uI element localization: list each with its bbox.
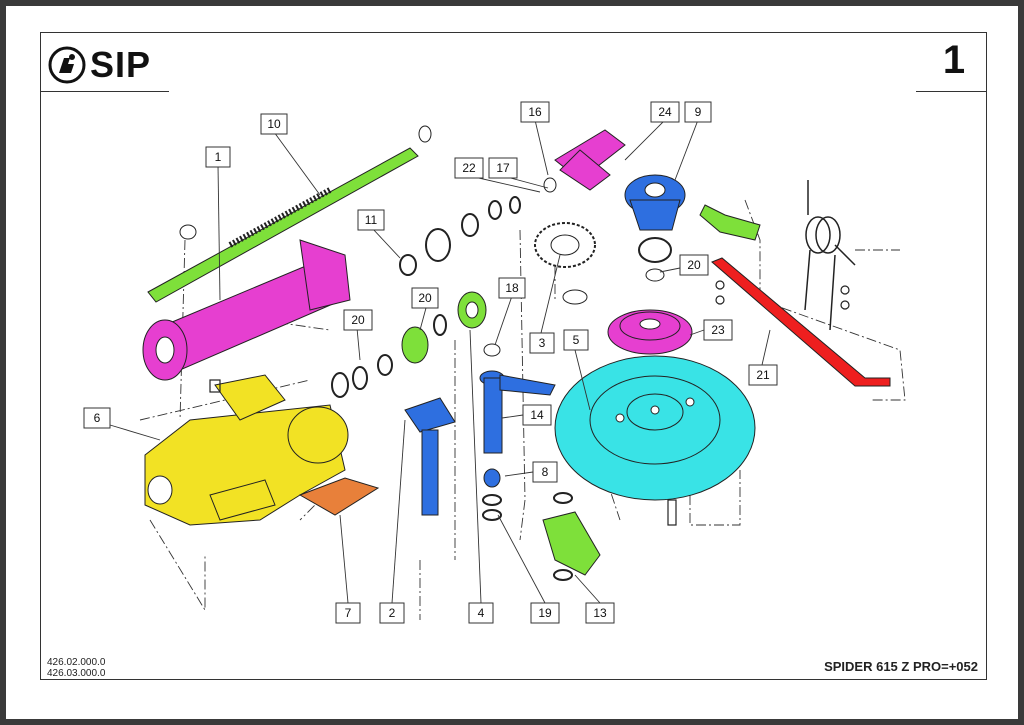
callout-18: 18: [498, 277, 526, 299]
tube-housing: [142, 239, 351, 381]
leader-lines: [109, 119, 771, 604]
bearings-and-rings: [331, 196, 521, 398]
svg-text:10: 10: [267, 117, 281, 131]
svg-text:20: 20: [418, 291, 432, 305]
bevel-gear: [534, 222, 596, 305]
svg-text:4: 4: [478, 606, 485, 620]
svg-text:2: 2: [389, 606, 396, 620]
callout-23: 23: [703, 319, 733, 341]
callout-10: 10: [260, 113, 288, 135]
tine-assembly: [804, 180, 856, 331]
svg-text:1: 1: [215, 150, 222, 164]
callout-3: 3: [529, 332, 555, 354]
callout-6: 6: [83, 407, 111, 429]
cutting-disc: [554, 355, 756, 501]
callout-24: 24: [650, 101, 680, 123]
blue-support-shaft: [404, 397, 456, 516]
svg-text:22: 22: [462, 161, 476, 175]
drive-shaft: [147, 125, 432, 303]
svg-text:7: 7: [345, 606, 352, 620]
drive-pulley: [607, 309, 693, 355]
spindle-rings: [482, 492, 573, 581]
callout-1: 1: [205, 146, 231, 168]
callout-4: 4: [468, 602, 494, 624]
blue-spindle: [479, 343, 556, 488]
brand-logo: SIP: [48, 42, 168, 88]
callout-2: 2: [379, 602, 405, 624]
page-number: 1: [942, 38, 966, 82]
green-bracket: [542, 511, 601, 576]
svg-text:20: 20: [351, 313, 365, 327]
drawing-code-2: 426.03.000.0: [47, 668, 106, 679]
svg-text:14: 14: [530, 408, 544, 422]
callout-19: 19: [530, 602, 560, 624]
callout-21: 21: [748, 364, 778, 386]
svg-text:24: 24: [658, 105, 672, 119]
logo-underline: [41, 91, 169, 92]
callout-13: 13: [585, 602, 615, 624]
callout-7: 7: [335, 602, 361, 624]
callout-9: 9: [684, 101, 712, 123]
drawing-codes: 426.02.000.0 426.03.000.0: [47, 657, 105, 679]
svg-text:19: 19: [538, 606, 552, 620]
small-hardware: [209, 280, 850, 526]
svg-text:3: 3: [539, 336, 546, 350]
callout-11: 11: [357, 209, 385, 231]
callout-16: 16: [520, 101, 550, 123]
svg-text:16: 16: [528, 105, 542, 119]
sip-emblem-icon: [48, 46, 86, 84]
model-name: SPIDER 615 Z PRO=+052: [824, 659, 978, 674]
svg-text:8: 8: [542, 465, 549, 479]
shaft-ring: [179, 224, 197, 240]
svg-text:9: 9: [695, 105, 702, 119]
blue-hub: [624, 174, 686, 231]
callout-5: 5: [563, 329, 589, 351]
callout-20-c: 20: [343, 309, 373, 331]
hub-bearing: [638, 237, 672, 263]
gearbox-housing: [144, 374, 349, 526]
svg-text:5: 5: [573, 333, 580, 347]
svg-text:21: 21: [756, 368, 770, 382]
callout-20-b: 20: [679, 254, 709, 276]
drawing-frame: [40, 32, 987, 680]
callout-20-a: 20: [411, 287, 439, 309]
svg-text:17: 17: [496, 161, 510, 175]
svg-text:6: 6: [94, 411, 101, 425]
callout-22: 22: [454, 157, 484, 179]
callout-14: 14: [522, 404, 552, 426]
green-clip: [699, 204, 761, 241]
brand-name: SIP: [90, 44, 152, 85]
red-tine-arm: [711, 257, 891, 387]
cover-plate: [298, 477, 380, 516]
green-bearing: [401, 326, 429, 364]
svg-text:18: 18: [505, 281, 519, 295]
svg-text:23: 23: [711, 323, 725, 337]
callout-17: 17: [488, 157, 518, 179]
callout-8: 8: [532, 461, 558, 483]
svg-text:11: 11: [365, 213, 378, 227]
drawing-code-1: 426.02.000.0: [47, 657, 106, 668]
svg-text:20: 20: [687, 258, 701, 272]
page-number-underline: [916, 91, 986, 92]
svg-text:13: 13: [593, 606, 607, 620]
cross-shaft: [543, 129, 626, 193]
